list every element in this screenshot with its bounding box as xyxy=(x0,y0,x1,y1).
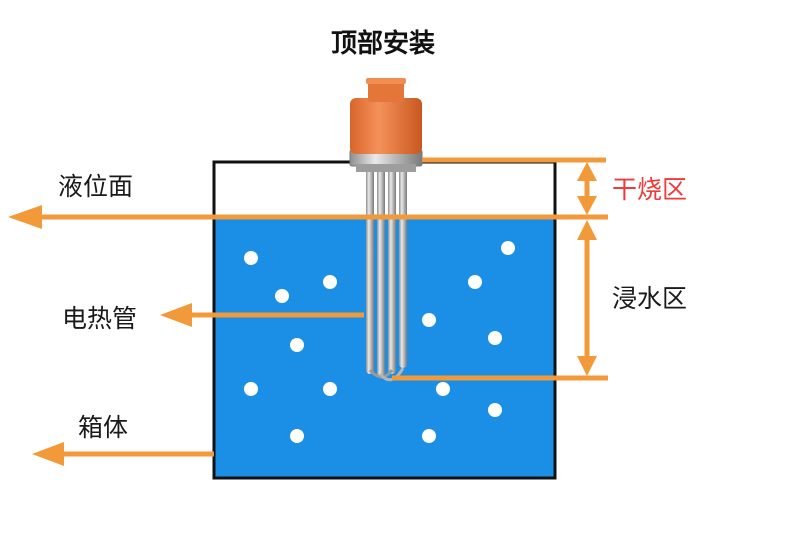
bubble xyxy=(275,289,289,303)
bubble xyxy=(488,403,502,417)
label-immersion-zone: 浸水区 xyxy=(612,284,687,313)
bubble xyxy=(323,275,337,289)
water-bubbles xyxy=(244,241,515,443)
diagram-title: 顶部安装 xyxy=(331,29,435,59)
bubble xyxy=(488,331,502,345)
bubble xyxy=(422,429,436,443)
bubble xyxy=(244,382,258,396)
bubble xyxy=(323,382,337,396)
tank-arrowhead xyxy=(32,442,64,466)
bubble xyxy=(422,313,436,327)
bubble xyxy=(436,382,450,396)
heater-cap xyxy=(350,98,422,154)
liquid-level-arrowhead xyxy=(8,205,42,229)
bubble xyxy=(244,251,258,265)
indicator-lines xyxy=(8,157,608,466)
label-heater: 电热管 xyxy=(62,304,137,333)
bubble xyxy=(290,338,304,352)
label-dry-zone: 干烧区 xyxy=(612,175,687,204)
bubble xyxy=(290,429,304,443)
bubble xyxy=(468,275,482,289)
label-liquid-level: 液位面 xyxy=(58,172,133,201)
label-tank: 箱体 xyxy=(78,413,128,442)
bubble xyxy=(501,241,515,255)
heater-arrowhead xyxy=(160,303,192,327)
